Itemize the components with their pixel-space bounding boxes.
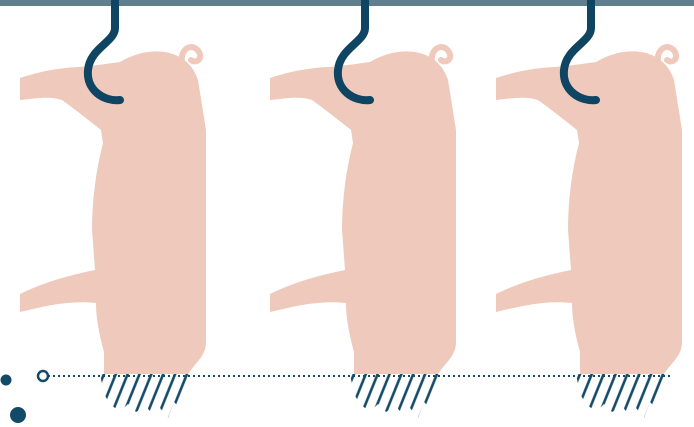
pig-carcass-2 (270, 0, 456, 418)
pig-hatch (576, 374, 666, 418)
pig-tail (432, 47, 450, 62)
pig-hatch (100, 374, 190, 418)
dot-icon (1, 375, 12, 386)
pig-carcass-3 (496, 0, 682, 418)
ring-marker-icon (38, 371, 48, 381)
pig-carcass-1 (20, 0, 206, 418)
pig-tail (182, 47, 200, 62)
dot-icon (10, 407, 26, 423)
pig-hatch (350, 374, 440, 418)
pig-tail (658, 47, 676, 62)
